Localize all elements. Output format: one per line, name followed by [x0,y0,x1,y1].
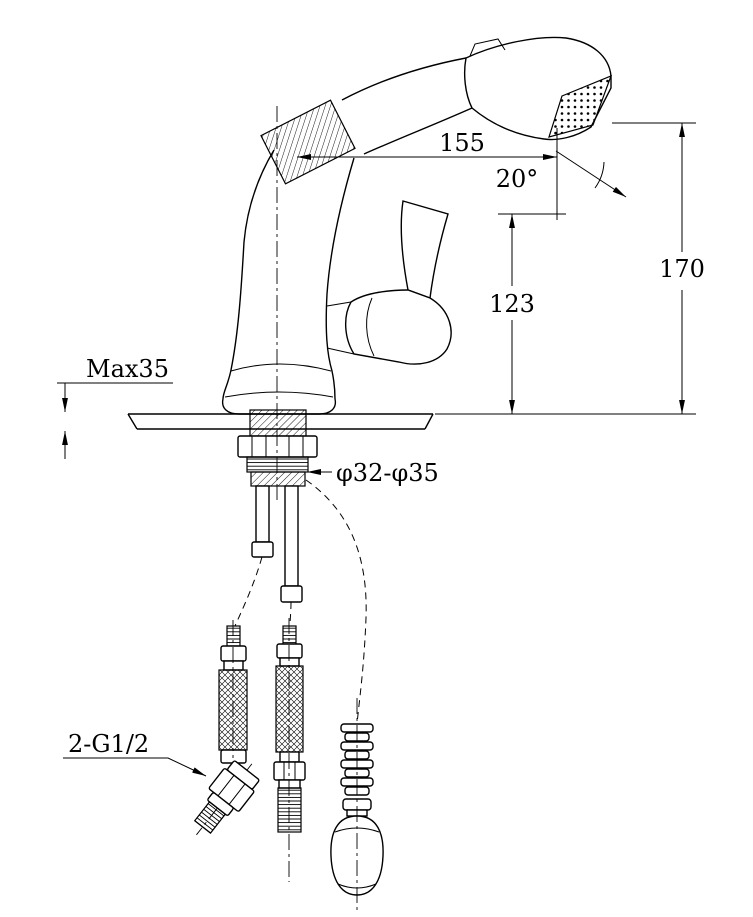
dimension-spray-angle: 20° [496,150,627,198]
dim-20deg-label: 20° [496,165,539,193]
assembly-guide-lines [234,479,367,725]
faucet-body [221,149,355,415]
dim-hole-label: φ32-φ35 [336,459,439,487]
supply-tube-right [280,485,303,603]
dimension-max-deck-thickness: Max35 [57,355,173,459]
spout [260,57,473,185]
dim-max35-label: Max35 [86,355,169,383]
dimension-overall-height: 170 [435,122,705,415]
centerlines [232,106,358,910]
pullout-hose-path [305,479,367,725]
dim-thread-label: 2-G1/2 [68,730,149,758]
spray-head [463,36,613,141]
dimension-hole-diameter: φ32-φ35 [307,459,439,487]
nozzle-face [548,74,613,138]
dimension-outlet-height: 123 [489,213,566,414]
flex-hose-right [273,625,306,833]
dimension-spout-reach: 155 [297,128,558,220]
grip-texture [260,99,356,185]
dim-170-label: 170 [659,255,705,283]
supply-tube-left [251,485,274,558]
dim-155-label: 155 [439,129,485,157]
angled-connector [193,760,260,836]
dim-123-label: 123 [489,290,535,318]
hex-nut [273,761,306,781]
label-inlet-thread: 2-G1/2 [63,730,207,777]
lock-nut [237,435,318,458]
mounting-shank [237,409,318,487]
diverter-button [469,38,506,57]
handle-lever [326,200,452,365]
braided-hose [275,665,304,753]
flex-hose-left [193,625,260,836]
